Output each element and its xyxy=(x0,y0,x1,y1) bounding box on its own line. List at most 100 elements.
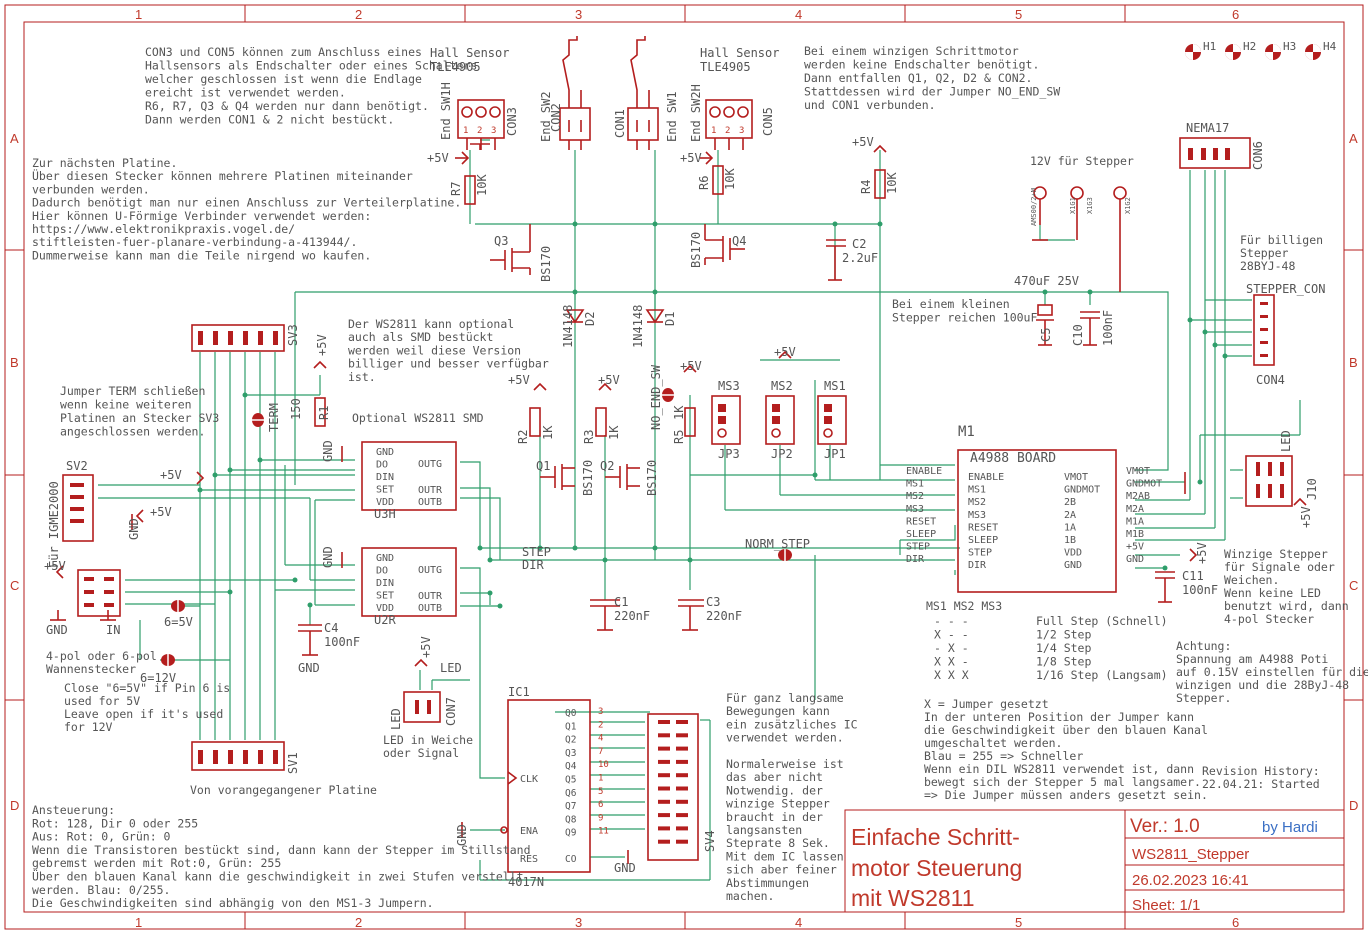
ws-pin-label: OUTB xyxy=(418,497,442,508)
ic-pin-number: 5 xyxy=(598,787,603,797)
a4988-pin-left: MS2 xyxy=(968,497,986,508)
svg-text:3: 3 xyxy=(739,126,744,136)
r4-5v-label: +5V xyxy=(852,135,874,149)
tle-label-1: TLE4905 xyxy=(430,60,481,74)
ws-pin-label: OUTB xyxy=(418,603,442,614)
svg-text:2: 2 xyxy=(725,126,730,136)
mosfet-q4 xyxy=(704,224,745,265)
con5-label: CON5 xyxy=(761,107,775,136)
grid-row-label: D xyxy=(1349,798,1358,813)
sv4-pin xyxy=(676,813,688,818)
notes-control: Ansteuerung:Rot: 128, Dir 0 oder 255Aus:… xyxy=(32,803,531,910)
q4-label: Q4 xyxy=(732,234,746,248)
ic-pin-right: Q2 xyxy=(565,735,576,746)
q2-label: Q2 xyxy=(600,459,614,473)
note-line: angeschlossen werden. xyxy=(60,425,205,439)
sv4-pin xyxy=(676,799,688,804)
ic-pin-right: Q5 xyxy=(565,775,576,786)
note-line: welcher geschlossen ist wenn die Endlage xyxy=(145,72,422,86)
note-line: bewegt sich der Stepper 5 mal langsamer. xyxy=(924,775,1201,789)
psu-label: 12V für Stepper xyxy=(1030,154,1134,168)
r6-5v-label: +5V xyxy=(680,151,702,165)
grid-column-label: 1 xyxy=(135,7,142,22)
psu-pin-label: AMS00/2+M xyxy=(1030,188,1038,226)
svg-text:1: 1 xyxy=(463,126,468,136)
u2r-label: U2R xyxy=(374,613,396,627)
step-table-label: Full Step (Schnell) xyxy=(1036,614,1168,628)
c1-value: 220nF xyxy=(614,609,650,623)
resistors xyxy=(314,165,886,437)
ic4017-label: 4017N xyxy=(508,875,544,889)
ic-pin-number: 7 xyxy=(598,747,603,757)
grid-column-label: 6 xyxy=(1232,7,1239,22)
con7-5v-label: +5V xyxy=(419,636,433,658)
in-5v-label: +5V xyxy=(44,559,66,573)
q1-type: BS170 xyxy=(581,460,595,496)
version-label: Ver.: 1.0 xyxy=(1130,816,1200,837)
sixv-label: 6=5V xyxy=(164,615,193,629)
j10-led-label: LED xyxy=(1279,430,1293,452)
note-line: Rot: 128, Dir 0 oder 255 xyxy=(32,816,198,830)
r5-label: R5 xyxy=(672,430,686,444)
ws-pin-label: SET xyxy=(376,485,394,496)
grid-column-label: 3 xyxy=(575,7,582,22)
note-line: Notwendig. der xyxy=(726,783,823,797)
ic-pin-right: CO xyxy=(565,854,577,865)
sv4-pin xyxy=(676,720,688,724)
r5-5v-label: +5V xyxy=(680,359,702,373)
title-line1: Einfache Schritt- xyxy=(851,824,1020,850)
ws-pin-label: GND xyxy=(376,447,394,458)
j10-5v-label: +5V xyxy=(1299,506,1313,528)
note-line: sich aber feiner xyxy=(726,863,837,877)
sv4-pin xyxy=(676,746,688,751)
a4988-net-right: M1B xyxy=(1126,529,1144,540)
step-table-label: 1/2 Step xyxy=(1036,628,1091,642)
inner-frame xyxy=(23,21,1345,913)
sv2-5v-label: +5V xyxy=(150,505,172,519)
sv4-pin xyxy=(676,839,688,844)
note-line: CON3 und CON5 können zum Anschluss eines xyxy=(145,45,422,59)
c4-value: 100nF xyxy=(324,635,360,649)
note-line: 4-pol Stecker xyxy=(1224,612,1314,626)
grid-column-label: 2 xyxy=(355,7,362,22)
ms-5v-label: +5V xyxy=(774,345,796,359)
a4988-pin-left: SLEEP xyxy=(968,535,998,546)
q2-type: BS170 xyxy=(645,460,659,496)
mosfet-q2 xyxy=(605,464,640,490)
note-line: wenn keine weiteren xyxy=(60,398,192,412)
sv4-pin xyxy=(658,839,670,844)
a4988-pin-left: DIR xyxy=(968,560,987,571)
title-block: Einfache Schritt- motor Steuerung mit WS… xyxy=(844,809,1345,914)
note-line: Wannenstecker xyxy=(46,662,136,676)
ic-pin-right: Q9 xyxy=(565,828,577,839)
r4-value: 10K xyxy=(885,172,899,194)
endsw2h-label: End SW2H xyxy=(689,84,703,142)
note-line: machen. xyxy=(726,889,774,903)
ic-pin-right: Q0 xyxy=(565,708,577,719)
con6-connector xyxy=(1179,137,1251,169)
note-line: Aus: Rot: 0, Grün: 0 xyxy=(32,830,171,844)
c2-value: 2.2uF xyxy=(842,251,878,265)
jp1-label: JP1 xyxy=(824,447,846,461)
note-line: langsansten xyxy=(726,823,802,837)
note-line: Zur nächsten Platine. xyxy=(32,156,177,170)
grid-row-label: B xyxy=(1349,355,1358,370)
d1-label: D1 xyxy=(663,312,677,326)
note-line: ereicht ist verwendet werden. xyxy=(145,86,346,100)
x1g2-label: X1G2 xyxy=(1124,197,1132,214)
a4988-pin-right: GNDMOT xyxy=(1064,485,1100,496)
note-line: ist. xyxy=(348,370,376,384)
note-line: winzigen und die 28ByJ-48 xyxy=(1176,678,1349,692)
noend-label: NO_END_SW xyxy=(649,364,663,430)
step-table-label: 1/8 Step xyxy=(1036,655,1091,669)
note-line: Close "6=5V" if Pin 6 is xyxy=(64,681,230,695)
ms-jumpers xyxy=(711,395,847,445)
ic1-label: IC1 xyxy=(508,685,530,699)
ic-pin-right: Q8 xyxy=(565,814,577,825)
sv4-pin-marks xyxy=(658,720,688,844)
